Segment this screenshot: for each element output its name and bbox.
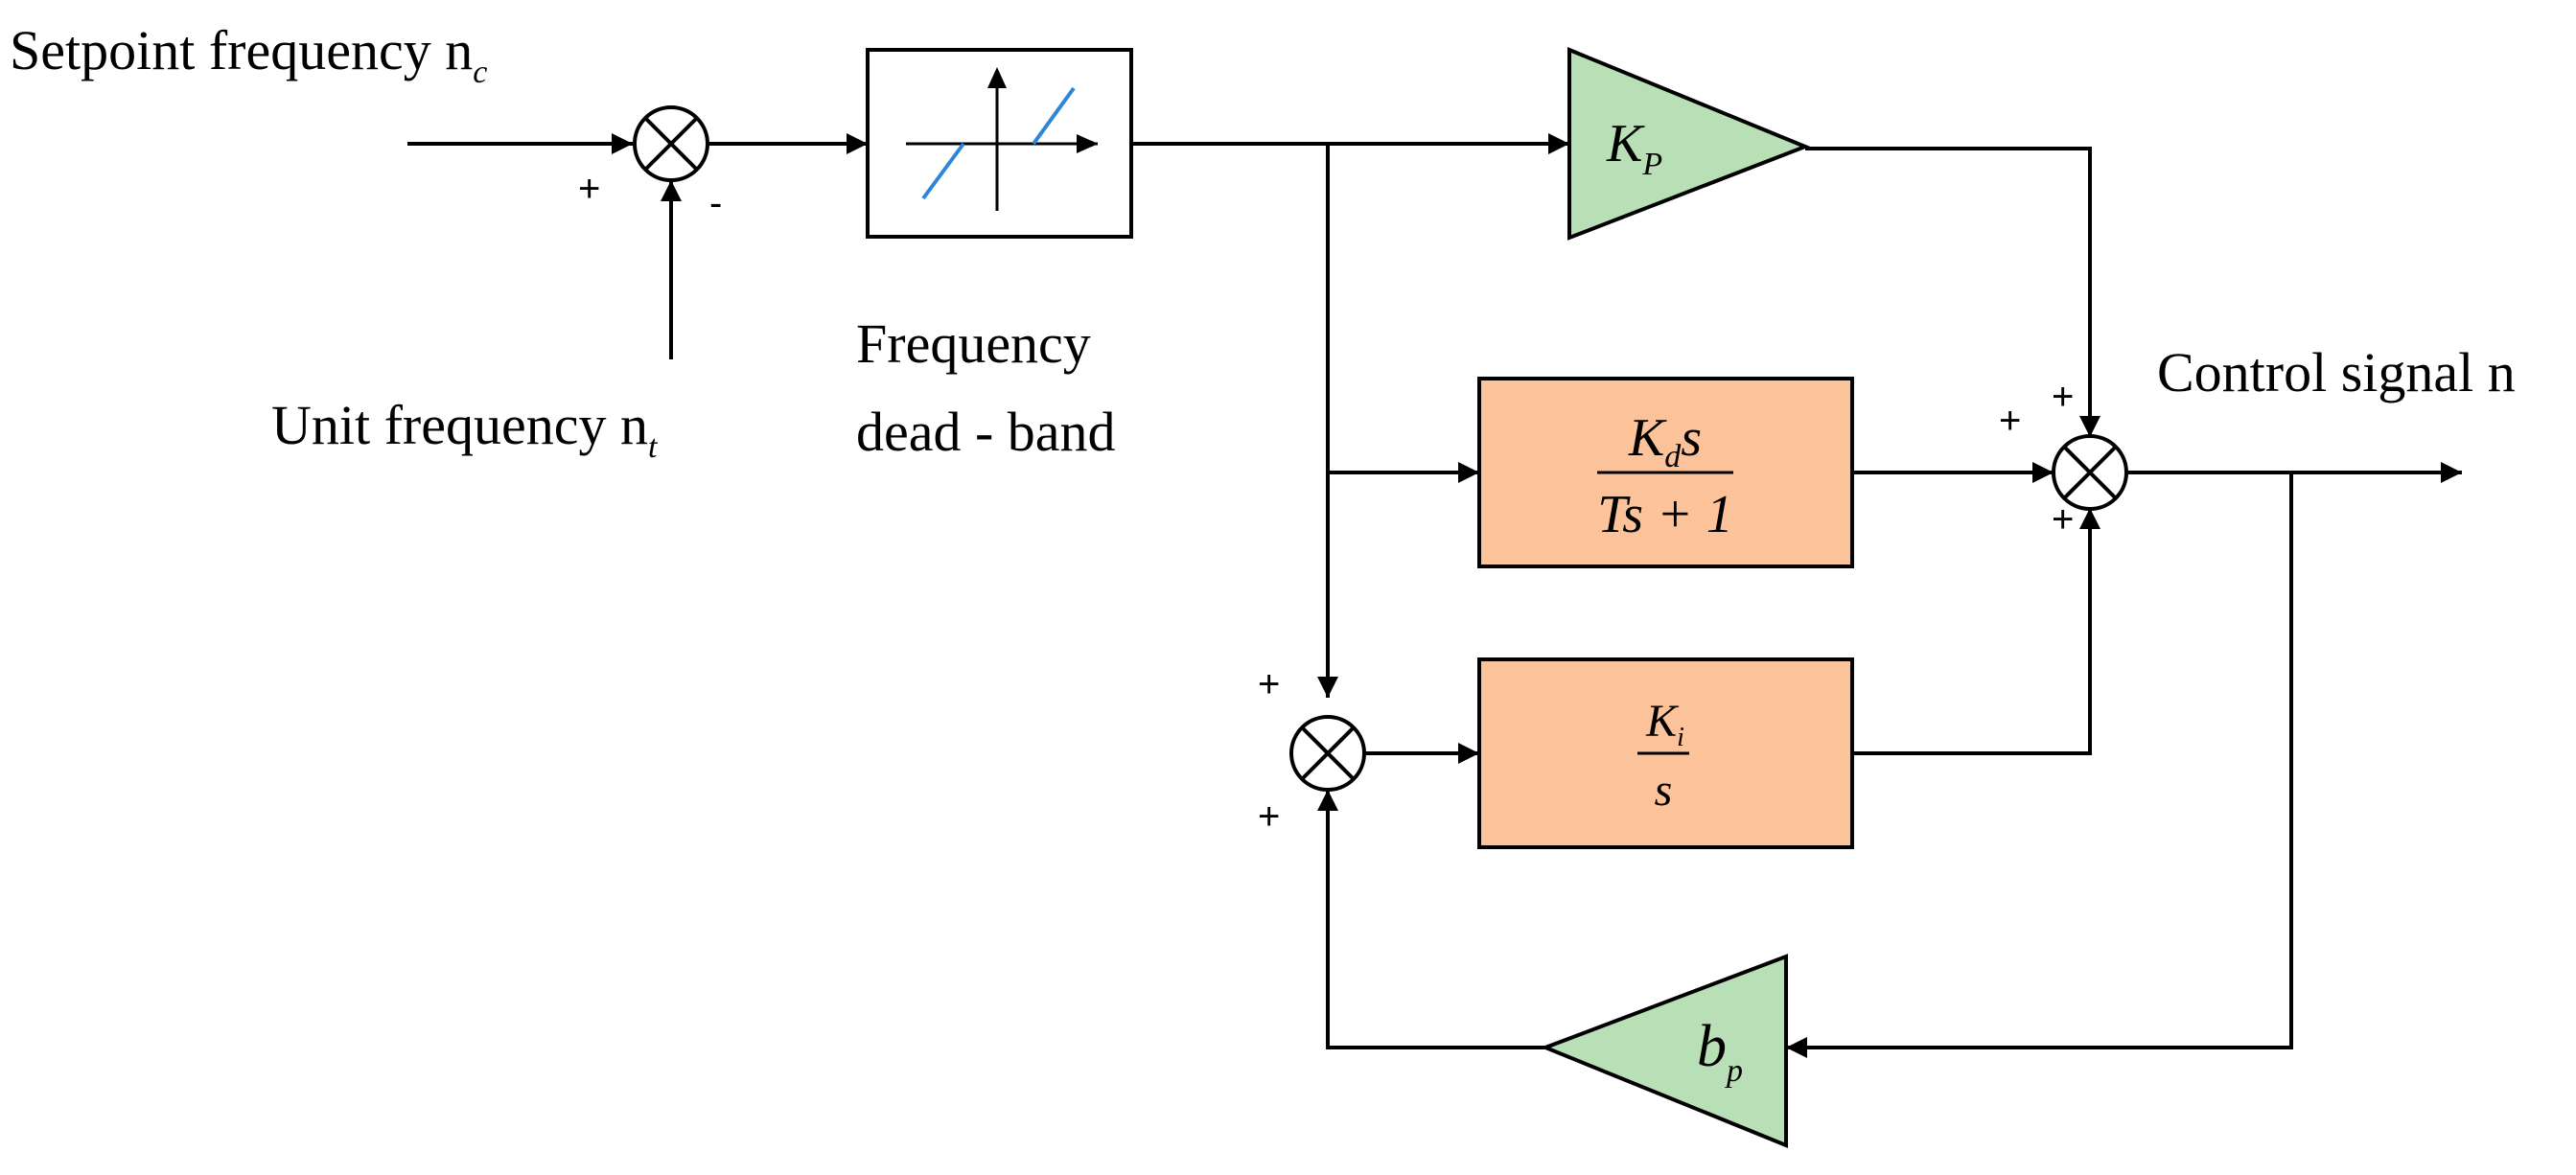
frequency-deadband-block [866, 48, 1133, 239]
deadband-curve-right [1032, 86, 1076, 146]
wire-bp-to-sum3 [1317, 790, 1545, 1049]
kp-gain-triangle: KP [1567, 47, 1811, 241]
integral-block: Ki s [1477, 657, 1854, 849]
sum1-minus-sign: - [709, 182, 722, 224]
summing-junction-2 [2052, 434, 2128, 511]
unit-frequency-label: Unit frequency nt [271, 394, 659, 465]
bp-label: bp [1697, 1014, 1743, 1089]
sum1-plus-sign: + [578, 168, 600, 210]
sum3-bottom-sign: + [1258, 795, 1280, 838]
control-signal-label: Control signal n [2157, 341, 2516, 403]
sum2-left-sign: + [1999, 400, 2021, 442]
sum2-bottom-sign: + [2052, 498, 2074, 541]
sum2-top-sign: + [2052, 376, 2074, 418]
integral-denominator: s [1655, 765, 1673, 816]
bp-gain-triangle: bp [1540, 954, 1788, 1148]
deadband-curve-left [921, 142, 965, 200]
wire-output-feedback [1786, 472, 2293, 1058]
deadband-label-line2: dead - band [856, 401, 1116, 463]
summing-junction-3 [1289, 715, 1366, 792]
integral-numerator: Ki [1645, 696, 1684, 752]
kp-label: KP [1606, 114, 1662, 182]
setpoint-frequency-label: Setpoint frequency nc [10, 19, 487, 90]
summing-junction-1 [633, 105, 709, 182]
sum3-top-sign: + [1258, 663, 1280, 705]
wire-integral-to-sum2 [1852, 508, 2100, 755]
deadband-label-line1: Frequency [856, 312, 1091, 375]
signal-wires [407, 133, 2462, 1058]
derivative-numerator: Kds [1628, 408, 1702, 474]
derivative-denominator: Ts + 1 [1597, 485, 1733, 544]
derivative-block: Kds Ts + 1 [1477, 377, 1854, 568]
wire-kp-to-sum2 [1805, 147, 2100, 437]
